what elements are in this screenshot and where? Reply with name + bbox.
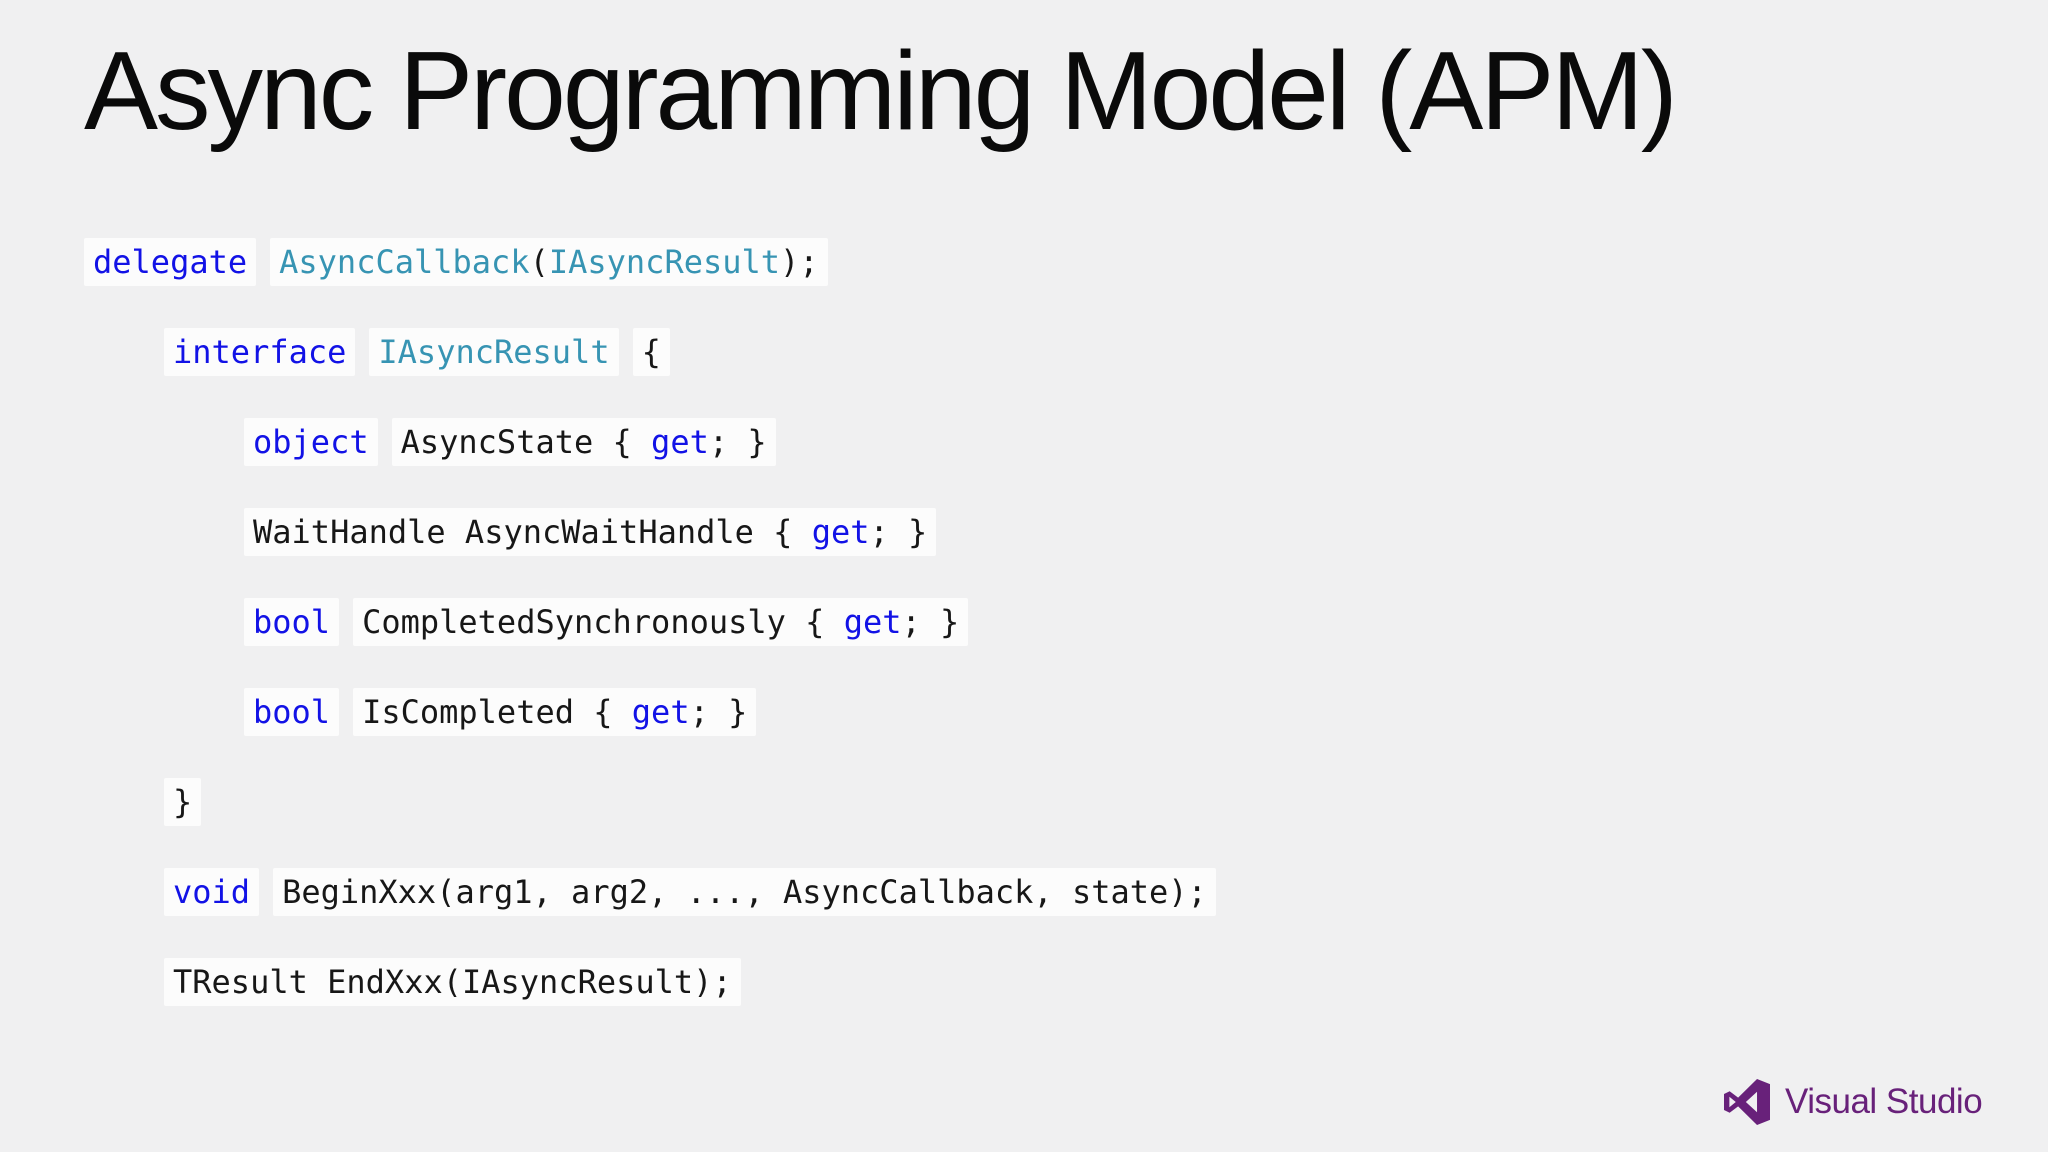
code-token: { bbox=[641, 333, 661, 371]
code-line: } bbox=[84, 778, 1230, 826]
code-token: get bbox=[843, 603, 902, 641]
code-token: get bbox=[811, 513, 870, 551]
code-highlight-box: interface bbox=[164, 328, 356, 376]
code-token: ; } bbox=[901, 603, 960, 641]
code-highlight-box: IsCompleted { get; } bbox=[353, 688, 757, 736]
code-token: CompletedSynchronously { bbox=[362, 603, 844, 641]
code-token: interface bbox=[173, 333, 347, 371]
code-token: AsyncCallback bbox=[279, 243, 530, 281]
code-highlight-box: void bbox=[164, 868, 260, 916]
code-line: bool IsCompleted { get; } bbox=[84, 688, 1230, 736]
code-highlight-box: } bbox=[164, 778, 202, 826]
code-line: object AsyncState { get; } bbox=[84, 418, 1230, 466]
code-highlight-box: bool bbox=[244, 598, 340, 646]
code-token: } bbox=[173, 783, 193, 821]
code-token: IAsyncResult bbox=[378, 333, 610, 371]
code-highlight-box: WaitHandle AsyncWaitHandle { get; } bbox=[244, 508, 937, 556]
code-line: delegate AsyncCallback(IAsyncResult); bbox=[84, 238, 1230, 286]
code-highlight-box: CompletedSynchronously { get; } bbox=[353, 598, 969, 646]
code-token: BeginXxx(arg1, arg2, ..., AsyncCallback,… bbox=[282, 873, 1207, 911]
code-highlight-box: bool bbox=[244, 688, 340, 736]
code-token: IAsyncResult bbox=[548, 243, 781, 281]
code-highlight-box: BeginXxx(arg1, arg2, ..., AsyncCallback,… bbox=[273, 868, 1216, 916]
code-token: IsCompleted { bbox=[362, 693, 632, 731]
code-token: WaitHandle AsyncWaitHandle { bbox=[253, 513, 812, 551]
code-highlight-box: IAsyncResult bbox=[369, 328, 619, 376]
code-highlight-box: AsyncCallback(IAsyncResult); bbox=[270, 238, 828, 286]
code-token: ; } bbox=[708, 423, 767, 461]
code-token: ); bbox=[780, 243, 819, 281]
code-token: get bbox=[651, 423, 709, 461]
code-token: get bbox=[631, 693, 690, 731]
code-token: bool bbox=[253, 603, 331, 641]
code-highlight-box: object bbox=[244, 418, 378, 466]
code-token: ; } bbox=[689, 693, 748, 731]
visual-studio-wordmark: Visual Studio bbox=[1785, 1082, 1983, 1121]
slide-title: Async Programming Model (APM) bbox=[84, 29, 1678, 153]
code-highlight-box: delegate bbox=[84, 238, 257, 286]
code-token: delegate bbox=[93, 243, 248, 281]
visual-studio-logo: Visual Studio bbox=[1724, 1076, 1983, 1128]
code-token: TResult EndXxx(IAsyncResult); bbox=[173, 963, 732, 1001]
code-highlight-box: AsyncState { get; } bbox=[391, 418, 776, 466]
visual-studio-icon bbox=[1724, 1079, 1770, 1125]
code-highlight-box: { bbox=[632, 328, 670, 376]
code-token: AsyncState { bbox=[400, 423, 652, 461]
code-line: void BeginXxx(arg1, arg2, ..., AsyncCallb… bbox=[84, 868, 1230, 916]
code-token: bool bbox=[253, 693, 331, 731]
code-token: ( bbox=[529, 243, 549, 281]
code-line: bool CompletedSynchronously { get; } bbox=[84, 598, 1230, 646]
code-token: ; } bbox=[869, 513, 928, 551]
code-line: TResult EndXxx(IAsyncResult); bbox=[84, 958, 1230, 1006]
code-token: object bbox=[253, 423, 369, 461]
code-line: WaitHandle AsyncWaitHandle { get; } bbox=[84, 508, 1230, 556]
code-line: interface IAsyncResult { bbox=[84, 328, 1230, 376]
code-token: void bbox=[173, 873, 251, 911]
code-highlight-box: TResult EndXxx(IAsyncResult); bbox=[164, 958, 741, 1006]
